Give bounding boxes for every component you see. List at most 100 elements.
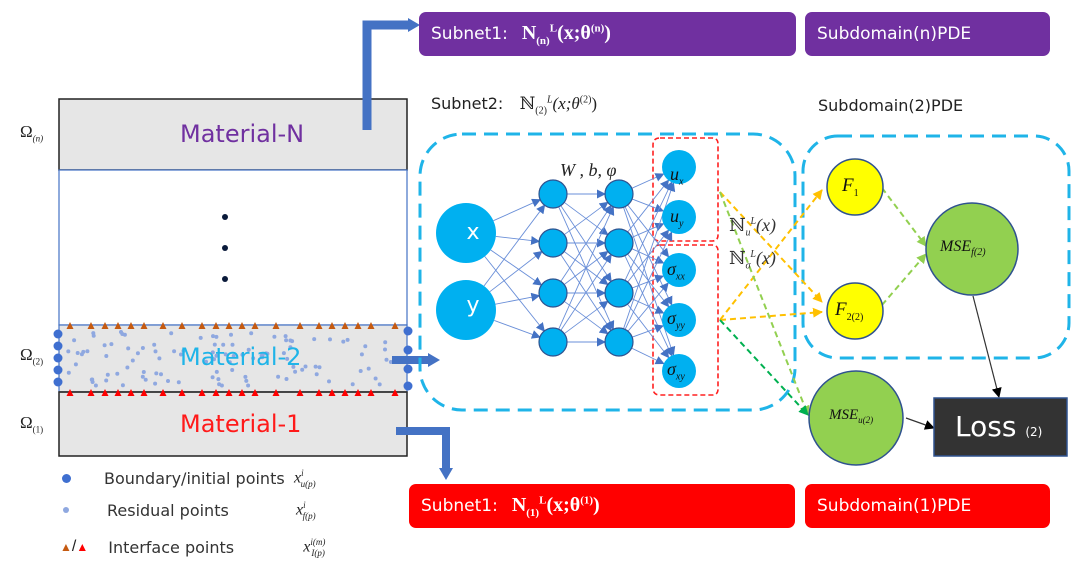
boundary-point [53, 341, 63, 351]
interface-point-top [212, 322, 220, 329]
interface-point-bottom [87, 389, 95, 396]
residual-point [293, 369, 298, 374]
residual-point [91, 333, 96, 338]
f1-label: F1 [842, 175, 859, 199]
interface-point-bottom [296, 389, 304, 396]
interface-point-bottom [178, 389, 186, 396]
boundary-point [53, 353, 63, 363]
residual-point [328, 337, 332, 342]
interface-point-bottom [140, 389, 148, 396]
subnet-1-prefix: Subnet1: [421, 496, 498, 516]
residual-point [383, 347, 387, 352]
boundary-point [403, 381, 413, 391]
boundary-point [403, 345, 413, 355]
network-edge [560, 253, 612, 331]
u-output-group [652, 137, 719, 242]
f1-node [826, 158, 884, 216]
ellipsis-dot [222, 214, 228, 220]
residual-point [327, 379, 331, 384]
network-edge [558, 205, 615, 330]
residual-point [198, 335, 203, 340]
interface-point-bottom [251, 389, 259, 396]
pde-1-banner: Subdomain(1)PDE [805, 484, 1050, 528]
residual-point [272, 334, 277, 339]
residual-point [383, 340, 388, 345]
interface-point-top [87, 322, 95, 329]
interface-point-bottom [212, 389, 220, 396]
output-sxx-label: σxx [667, 259, 685, 283]
network-edge [560, 204, 612, 282]
syy-to-f2-arrow [719, 307, 823, 321]
interface-point-top [367, 322, 375, 329]
residual-point [154, 371, 159, 376]
hidden2-node [604, 179, 634, 209]
residual-point [276, 374, 281, 379]
omega-n-label: Ω(n) [20, 122, 44, 144]
subnet-1-formula: N(1)L(x;θ(1)) [511, 493, 600, 519]
interface-point-top [114, 322, 122, 329]
network-edge [631, 324, 664, 338]
residual-point [140, 374, 145, 379]
residual-point [384, 357, 389, 362]
network-edge [631, 222, 665, 238]
network-edge [484, 256, 545, 332]
legend-boundary: Boundary/initial points xiu(p) [62, 468, 316, 489]
interface-point-bottom [272, 389, 280, 396]
ux-to-f2-arrow [719, 191, 823, 303]
syy-to-mseu-arrow [719, 319, 809, 416]
f2-node [826, 282, 884, 340]
residual-point [179, 352, 183, 357]
network-edge [489, 250, 543, 293]
interface-point-bottom [341, 389, 349, 396]
output-node [662, 200, 696, 234]
residual-point [345, 337, 350, 342]
residual-point [283, 334, 288, 339]
residual-point [260, 355, 265, 360]
interface-point-top [101, 322, 109, 329]
boundary-points [53, 326, 413, 391]
msef-label: MSEf(2) [940, 238, 986, 259]
residual-point [204, 359, 208, 364]
residual-point [212, 342, 217, 347]
residual-point [104, 354, 109, 358]
interface-point-bottom [225, 389, 233, 396]
interface-point-top [66, 322, 74, 329]
loss-box [933, 397, 1068, 457]
residual-point [120, 383, 125, 388]
residual-point [230, 342, 235, 347]
residual-point [141, 370, 146, 374]
nsigma-label: ℕσL(x) [729, 248, 776, 272]
residual-point [125, 365, 130, 370]
residual-point [153, 381, 158, 386]
residual-point [153, 349, 158, 354]
legend-residual: Residual points xif(p) [63, 500, 316, 521]
material-n-label: Material-N [180, 120, 305, 148]
material-2-region [58, 324, 408, 393]
subnet2-heading: Subnet2: ℕ(2)L(x;θ(2)) [431, 94, 598, 117]
network-edge [495, 292, 541, 305]
residual-point [317, 365, 322, 370]
residual-point [246, 347, 251, 352]
interface-symbol: xi(m)I(p) [303, 537, 326, 558]
interface-point-top [178, 322, 186, 329]
residual-point [214, 369, 219, 374]
f2-label: F2(2) [835, 299, 864, 323]
material-2-label: Material-2 [180, 343, 302, 371]
network-edge [624, 255, 673, 357]
residual-point [227, 360, 232, 365]
network-edge [624, 181, 673, 281]
mseu-node [808, 370, 904, 466]
interface-point-bottom [367, 389, 375, 396]
hidden2-node [604, 228, 634, 258]
output-ux-label: ux [670, 164, 684, 188]
interface-point-top [354, 322, 362, 329]
mseu-label: MSEu(2) [829, 407, 874, 425]
interface-point-top [272, 322, 280, 329]
residual-point [377, 382, 382, 387]
residual-point [373, 376, 378, 381]
residual-point [166, 379, 170, 383]
output-node [662, 253, 696, 287]
network-edge [631, 347, 665, 365]
output-syy-label: σyy [667, 308, 685, 332]
